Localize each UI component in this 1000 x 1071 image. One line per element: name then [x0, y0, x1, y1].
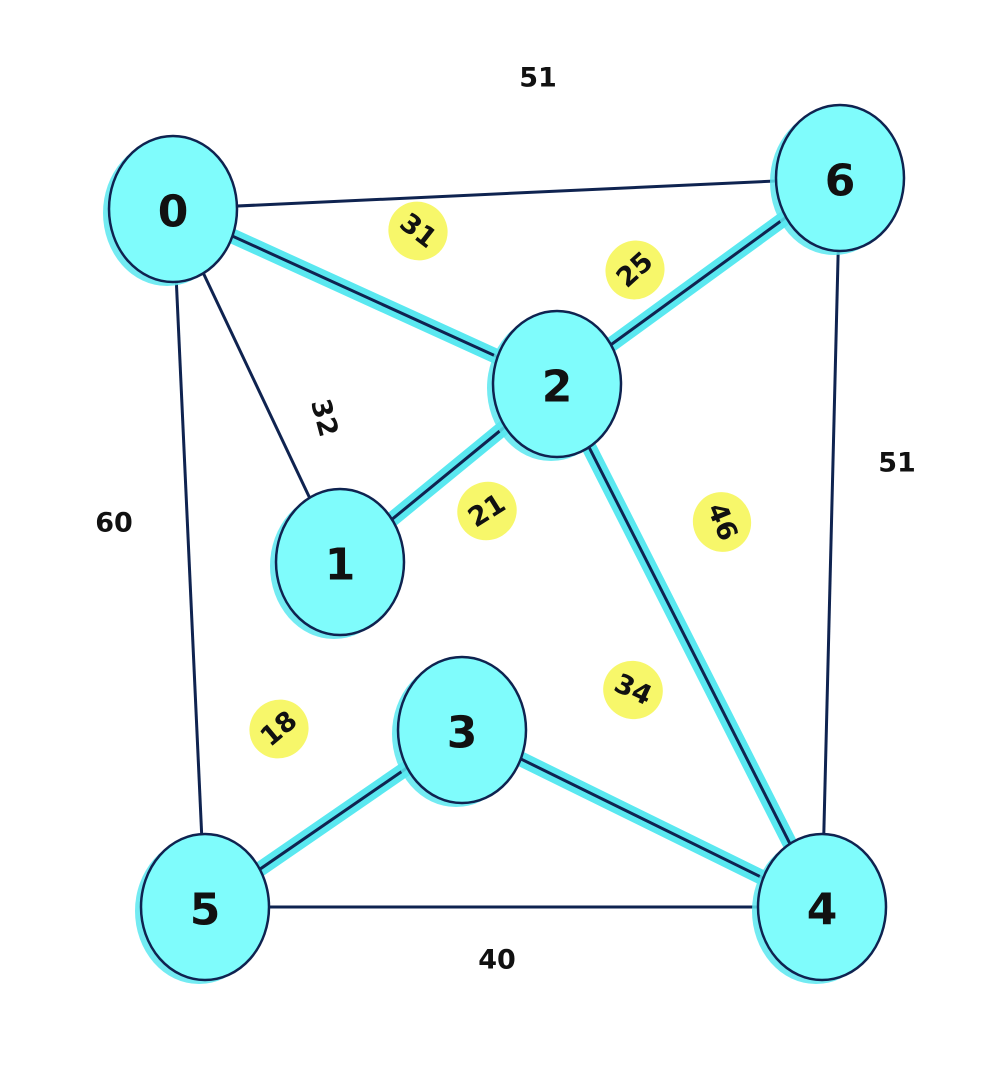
- edge-weight-0-6: 51: [519, 63, 557, 94]
- node-1: 1: [270, 487, 406, 639]
- weight-badge: [457, 481, 517, 541]
- node-label: 2: [542, 362, 573, 413]
- edge-weight-5-4: 40: [478, 945, 516, 976]
- weight-badge: [605, 240, 665, 300]
- edge-6-4: [820, 177, 842, 908]
- edge-weight-2-4: 46: [692, 492, 752, 552]
- edge-weight-label: 32: [304, 396, 344, 440]
- edge-weight-0-1: 32: [304, 396, 344, 440]
- node-6: 6: [770, 103, 906, 255]
- node-label: 3: [447, 708, 478, 759]
- edge-0-2: [172, 207, 558, 386]
- node-circle: [139, 832, 271, 982]
- weight-badge: [388, 201, 448, 261]
- edge-2-4: [555, 383, 824, 908]
- weight-badge: [603, 660, 663, 720]
- edge-weight-1-2: 21: [457, 481, 517, 541]
- node-circle: [107, 134, 239, 284]
- node-circle: [774, 103, 906, 253]
- node-circle: [756, 832, 888, 982]
- node-circle: [396, 655, 528, 805]
- node-label: 0: [158, 187, 189, 238]
- node-4: 4: [752, 832, 888, 984]
- edge-weight-6-4: 51: [878, 448, 916, 479]
- edge-weight-5-3: 18: [249, 699, 309, 759]
- edge-weight-label: 60: [95, 508, 133, 539]
- edge-weight-label: 40: [478, 945, 516, 976]
- node-3: 3: [392, 655, 528, 807]
- node-label: 6: [825, 156, 856, 207]
- node-circle: [274, 487, 406, 637]
- node-circle: [491, 309, 623, 459]
- edge-weight-label: 51: [878, 448, 916, 479]
- edge-weight-0-5: 60: [95, 508, 133, 539]
- weight-badge: [692, 492, 752, 552]
- edge-weight-3-4: 34: [603, 660, 663, 720]
- node-label: 1: [325, 540, 356, 591]
- node-0: 0: [103, 134, 239, 286]
- node-label: 5: [190, 885, 221, 936]
- node-5: 5: [135, 832, 271, 984]
- node-2: 2: [487, 309, 623, 461]
- edge-weight-2-6: 25: [605, 240, 665, 300]
- node-label: 4: [807, 885, 838, 936]
- edge-0-6: [172, 176, 841, 211]
- edge-weight-0-2: 31: [388, 201, 448, 261]
- weight-badge: [249, 699, 309, 759]
- edge-0-5: [171, 208, 207, 908]
- edge-weight-label: 51: [519, 63, 557, 94]
